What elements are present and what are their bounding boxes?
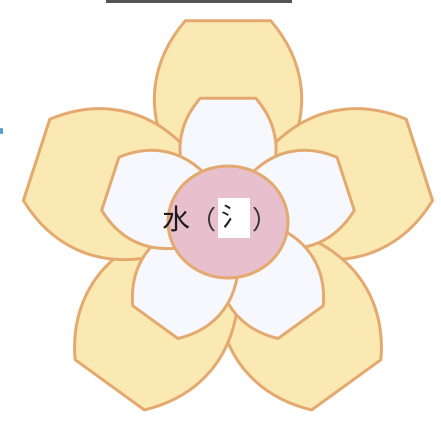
answer-radical-box[interactable]: 氵 xyxy=(218,198,250,238)
center-label: 水 （ 氵 ） xyxy=(160,196,280,240)
close-parenthesis: ） xyxy=(252,200,278,237)
open-parenthesis: （ xyxy=(190,200,216,237)
center-character: 水 xyxy=(162,198,190,238)
